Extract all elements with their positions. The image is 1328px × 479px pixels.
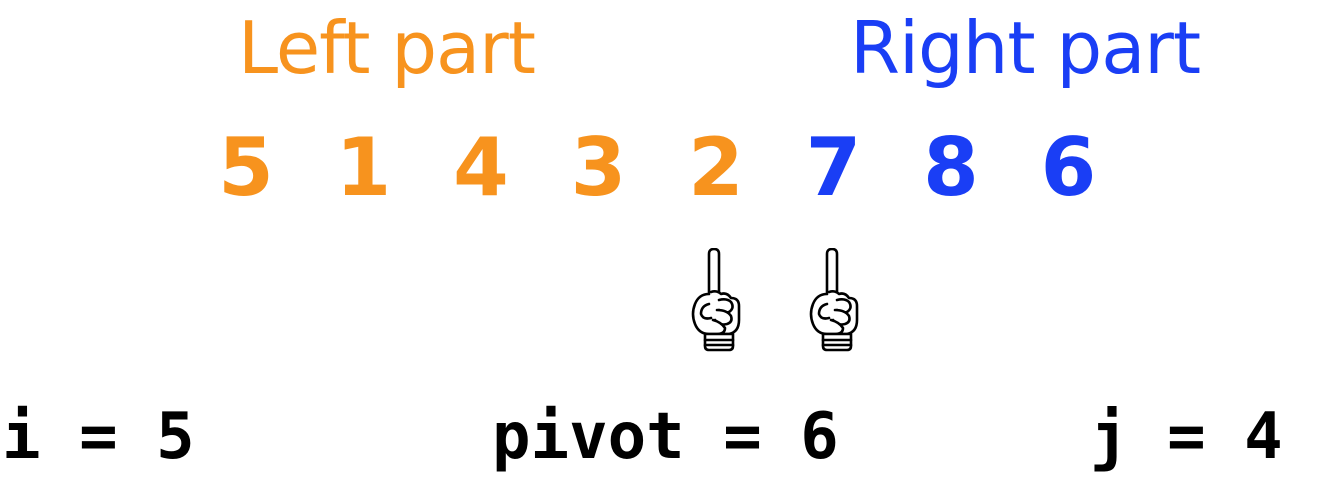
array-value-7: 6 [1040,121,1097,214]
array-value-2: 4 [453,121,509,214]
left-part-label: Left part [238,6,536,90]
pointing-hand-icon [805,248,863,352]
right-part-label: Right part [850,6,1201,90]
pivot-variable: pivot = 6 [492,400,839,474]
array-value-4: 2 [688,121,744,214]
pointing-hand-icon [687,248,745,352]
array-value-3: 3 [570,121,627,214]
i-variable: i = 5 [2,400,195,474]
j-variable: j = 4 [1090,400,1283,474]
array-value-6: 8 [923,121,979,214]
array-value-0: 5 [218,121,274,214]
array-value-1: 1 [335,121,392,214]
array-value-5: 7 [805,121,862,214]
